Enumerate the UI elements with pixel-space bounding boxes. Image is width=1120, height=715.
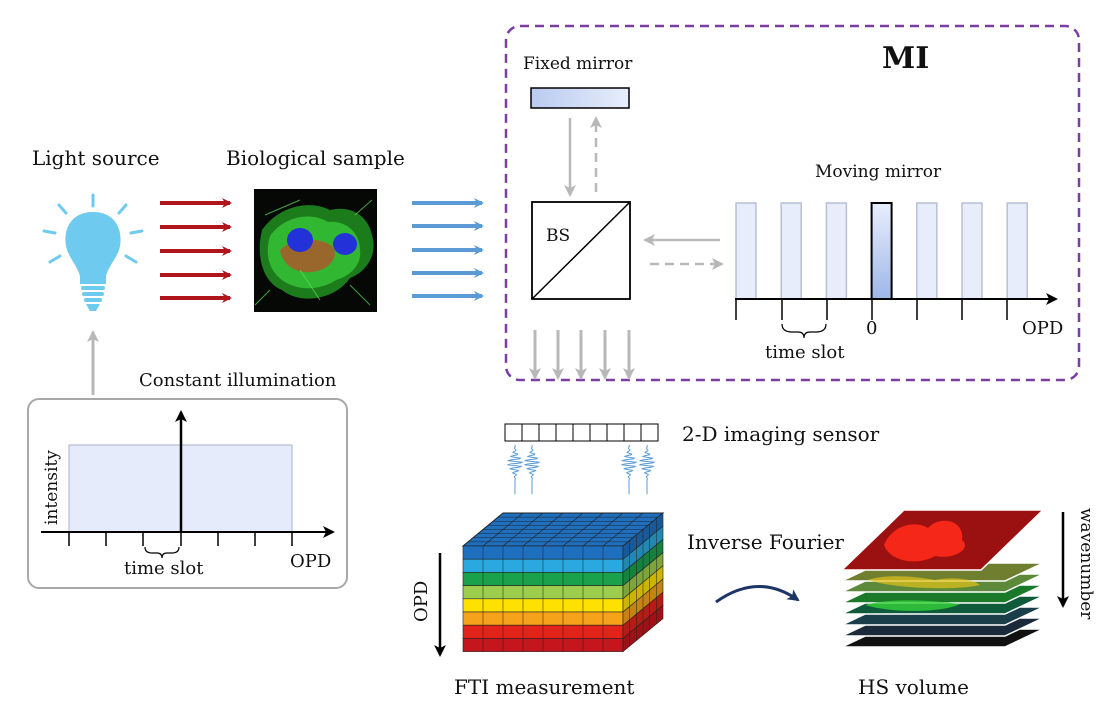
intensity-axis-label: intensity xyxy=(42,450,62,525)
beam-splitter-label: BS xyxy=(546,226,571,246)
mi-title: MI xyxy=(882,41,930,76)
constant-illumination-label: Constant illumination xyxy=(139,370,337,391)
interferogram-wave xyxy=(507,444,524,495)
interferogram-signals xyxy=(507,444,656,495)
imaging-sensor-label: 2-D imaging sensor xyxy=(682,422,880,446)
incident-light-arrows xyxy=(160,198,232,303)
light-bulb-icon xyxy=(42,193,144,311)
illumination-axis-ticks xyxy=(68,532,293,546)
interferometer-opd-label: OPD xyxy=(1022,318,1064,339)
moving-mirror-slot xyxy=(1006,202,1028,300)
hs-volume-stack xyxy=(840,509,1045,648)
zero-opd-label: 0 xyxy=(866,318,878,339)
fti-measurement-cube xyxy=(461,512,665,653)
cube-grid-line xyxy=(602,512,644,547)
interferometer-time-slot-label: time slot xyxy=(765,342,845,363)
illumination-time-slot-brace xyxy=(144,546,180,559)
moving-mirror-slot xyxy=(825,202,848,300)
michelson-interferometer-box xyxy=(504,24,1081,382)
fixed-mirror-beam-arrows xyxy=(564,116,602,197)
interferogram-wave xyxy=(639,444,656,495)
inverse-fourier-arrow xyxy=(715,585,800,604)
interferometer-axis-ticks xyxy=(735,299,1008,320)
cube-grid-line xyxy=(562,512,604,547)
hs-top-slice-feature xyxy=(884,520,965,562)
moving-mirror-active-slot xyxy=(870,202,893,300)
interferogram-wave xyxy=(524,444,541,495)
biological-sample-image xyxy=(254,189,377,312)
moving-mirror-slot xyxy=(780,202,802,300)
inverse-fourier-label: Inverse Fourier xyxy=(687,530,844,554)
beam-splitter xyxy=(531,201,631,300)
wavenumber-axis-label: wavenumber xyxy=(1076,508,1096,620)
transmitted-light-arrows xyxy=(412,198,484,301)
light-source-label: Light source xyxy=(32,146,160,170)
hs-volume-label: HS volume xyxy=(858,675,969,699)
hs-slice-feature xyxy=(868,576,980,589)
cube-opd-label: OPD xyxy=(411,580,432,622)
moving-mirror-scan xyxy=(735,202,1028,300)
fti-measurement-label: FTI measurement xyxy=(454,675,635,699)
cube-grid-line xyxy=(542,512,584,547)
moving-mirror-slot xyxy=(961,202,983,300)
imaging-sensor xyxy=(504,423,659,442)
hs-slice-feature xyxy=(865,600,960,611)
moving-mirror-slot xyxy=(735,202,757,300)
illumination-time-slot-label: time slot xyxy=(124,558,204,579)
interferometer-time-slot-brace xyxy=(781,323,827,339)
illumination-opd-label: OPD xyxy=(290,551,332,572)
fixed-mirror-label: Fixed mirror xyxy=(523,54,633,74)
interferogram-wave xyxy=(621,444,638,495)
moving-mirror-beam-arrows xyxy=(643,234,724,270)
biological-sample-label: Biological sample xyxy=(226,146,405,170)
sensor-input-arrows xyxy=(529,330,635,380)
moving-mirror-slot xyxy=(916,202,938,300)
cube-grid-line xyxy=(582,512,624,547)
moving-mirror-label: Moving mirror xyxy=(815,162,942,182)
fixed-mirror xyxy=(530,87,630,109)
